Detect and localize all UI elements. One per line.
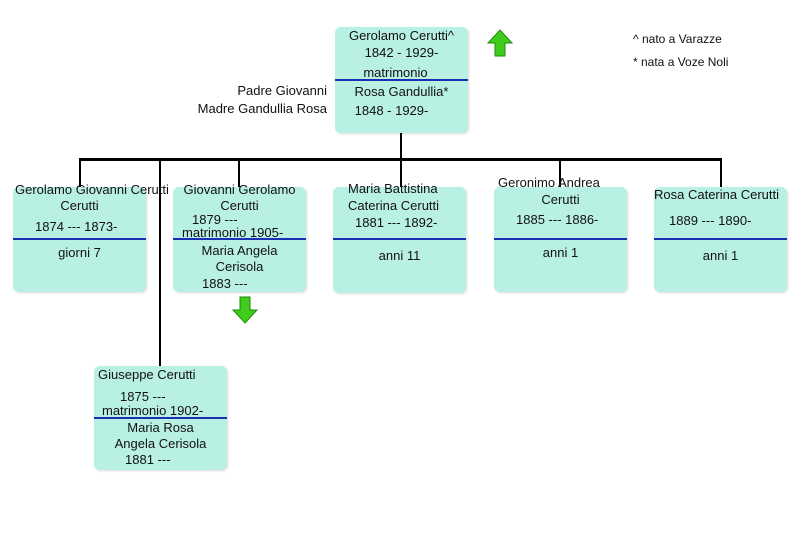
spouse-name-line1: Maria Rosa (127, 420, 194, 435)
child-name: Giuseppe Cerutti (98, 367, 196, 382)
spouse-name-line1: Maria Angela (201, 243, 278, 258)
drop-child-2 (238, 158, 240, 188)
root-wife-dates: 1848 - 1929- (354, 103, 429, 118)
root-husband-dates: 1842 - 1929- (364, 45, 439, 60)
child-divider (654, 238, 787, 240)
root-wife-name: Rosa Gandullia* (354, 84, 449, 99)
root-divider (335, 79, 468, 81)
child-note: anni 1 (702, 248, 739, 263)
child-dates: 1875 --- (120, 389, 166, 404)
drop-child-1 (79, 158, 81, 188)
child-note: anni 11 (378, 248, 421, 263)
drop-child-3 (400, 158, 402, 188)
note-varazze: ^ nato a Varazze (633, 32, 722, 46)
child-name-line2: Cerutti (541, 192, 580, 207)
child-name-line1: Geronimo Andrea (498, 175, 600, 190)
child-marriage: matrimonio 1902- (102, 403, 204, 418)
drop-child-4 (559, 158, 561, 188)
child-divider (94, 417, 227, 419)
child-name: Gerolamo Giovanni Cerutti (15, 182, 169, 197)
drop-child-giuseppe (159, 158, 161, 366)
drop-child-5 (720, 158, 722, 188)
note-voze-noli: * nata a Voze Noli (633, 55, 729, 69)
child-note: giorni 7 (58, 245, 101, 260)
up-arrow-icon[interactable] (487, 29, 513, 57)
root-parents: Padre Giovanni Madre Gandullia Rosa (198, 82, 327, 118)
child-surname: Cerutti (60, 198, 99, 213)
child-marriage: matrimonio 1905- (182, 225, 284, 240)
child-dates: 1879 --- (192, 212, 238, 227)
child-dates: 1874 --- 1873- (35, 219, 118, 234)
mother-label: Madre Gandullia Rosa (197, 101, 327, 116)
child-dates: 1885 --- 1886- (516, 212, 599, 227)
spouse-dates: 1883 --- (202, 276, 248, 291)
child-divider (333, 238, 466, 240)
spouse-name-line2: Angela Cerisola (114, 436, 207, 451)
child-divider (13, 238, 146, 240)
spouse-name-line2: Cerisola (215, 259, 264, 274)
child-box-maria-battistina[interactable] (333, 187, 466, 293)
down-arrow-icon[interactable] (232, 296, 258, 324)
spouse-dates: 1881 --- (125, 452, 171, 467)
child-name: Rosa Caterina Cerutti (654, 187, 779, 202)
child-name-line1: Maria Battistina (348, 181, 438, 196)
child-divider (173, 238, 306, 240)
child-divider (494, 238, 627, 240)
child-dates: 1889 --- 1890- (669, 213, 752, 228)
root-husband-name: Gerolamo Cerutti^ (348, 28, 455, 43)
child-name-line2: Cerutti (220, 198, 259, 213)
root-marriage: matrimonio (363, 65, 428, 80)
child-name-line1: Giovanni Gerolamo (183, 182, 296, 197)
child-name-line2: Caterina Cerutti (348, 198, 440, 213)
father-label: Padre Giovanni (237, 83, 327, 98)
child-note: anni 1 (542, 245, 579, 260)
child-dates: 1881 --- 1892- (355, 215, 438, 230)
root-connector (400, 133, 402, 160)
